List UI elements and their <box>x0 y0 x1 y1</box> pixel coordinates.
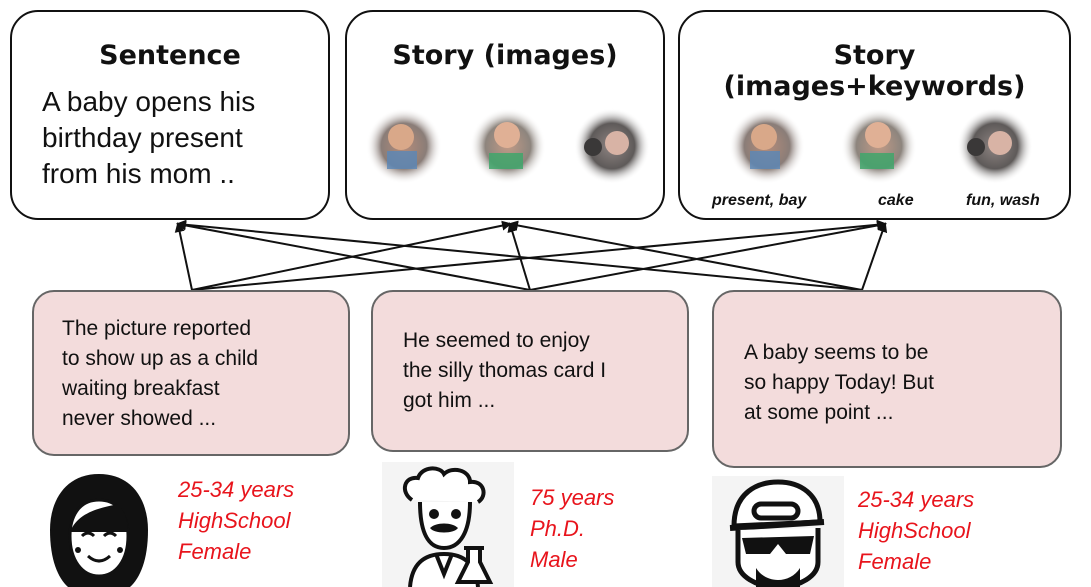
caption-line: the silly thomas card I <box>403 359 607 382</box>
caption-line: A baby seems to be <box>744 341 929 364</box>
baby-photo-thumbnail <box>729 108 805 184</box>
persona-gender: Male <box>530 547 578 572</box>
caption-line: He seemed to enjoy <box>403 329 590 352</box>
connection-arrow <box>176 219 863 291</box>
caption-text: He seemed to enjoy the silly thomas card… <box>403 326 606 416</box>
caption-line: got him ... <box>403 389 496 412</box>
baby-photo-thumbnail <box>574 108 650 184</box>
connection-arrow <box>191 219 887 291</box>
connection-arrow <box>174 222 193 291</box>
caption-line: never showed ... <box>62 407 217 430</box>
caption-text: A baby seems to be so happy Today! But a… <box>744 338 934 428</box>
connection-arrow <box>861 222 888 291</box>
caption-line: The picture reported <box>62 317 252 340</box>
connection-arrow <box>508 220 863 291</box>
persona-demographics: 25-34 years HighSchool Female <box>858 484 974 577</box>
baby-photo-thumbnail <box>366 108 442 184</box>
sentence-text: A baby opens his birthday present from h… <box>42 84 255 192</box>
caption-line: at some point ... <box>744 401 894 424</box>
scientist-icon <box>382 462 514 587</box>
caption-line: waiting breakfast <box>62 377 220 400</box>
baby-photo-thumbnail <box>841 108 917 184</box>
baby-photo-thumbnail <box>470 108 546 184</box>
caption-box: A baby seems to be so happy Today! But a… <box>712 290 1062 468</box>
persona-education: HighSchool <box>178 508 291 533</box>
sentence-box: Sentence A baby opens his birthday prese… <box>10 10 330 220</box>
persona-gender: Female <box>178 539 252 564</box>
caption-line: to show up as a child <box>62 347 259 370</box>
persona-gender: Female <box>858 549 932 574</box>
persona-age: 25-34 years <box>858 487 975 512</box>
keyword-label: present, bay <box>712 192 807 209</box>
persona-demographics: 75 years Ph.D. Male <box>530 482 614 575</box>
caption-line: so happy Today! But <box>744 371 934 394</box>
baby-photo-thumbnail <box>957 108 1033 184</box>
keyword-label: fun, wash <box>966 192 1040 209</box>
story-keywords-title: Story (images+keywords) <box>723 40 1026 102</box>
connection-arrow <box>529 220 887 291</box>
persona-age: 25-34 years <box>178 477 295 502</box>
persona-education: Ph.D. <box>530 516 586 541</box>
connection-arrow <box>176 220 531 291</box>
sentence-line: birthday present <box>42 122 243 153</box>
caption-text: The picture reported to show up as a chi… <box>62 314 258 434</box>
persona-education: HighSchool <box>858 518 971 543</box>
persona-age: 75 years <box>530 485 615 510</box>
story-images-box: Story (images) <box>345 10 665 220</box>
sentence-line: A baby opens his <box>42 86 256 117</box>
story-keywords-box: Story (images+keywords) present, bay cak… <box>678 10 1071 220</box>
cap-sunglasses-person-icon <box>712 476 844 587</box>
story-images-title: Story (images) <box>392 40 618 71</box>
woman-icon <box>50 474 148 587</box>
caption-box: He seemed to enjoy the silly thomas card… <box>371 290 689 452</box>
caption-box: The picture reported to show up as a chi… <box>32 290 350 456</box>
sentence-title: Sentence <box>99 40 241 71</box>
sentence-line: from his mom .. <box>42 158 235 189</box>
persona-demographics: 25-34 years HighSchool Female <box>178 474 294 567</box>
keyword-label: cake <box>878 192 914 209</box>
